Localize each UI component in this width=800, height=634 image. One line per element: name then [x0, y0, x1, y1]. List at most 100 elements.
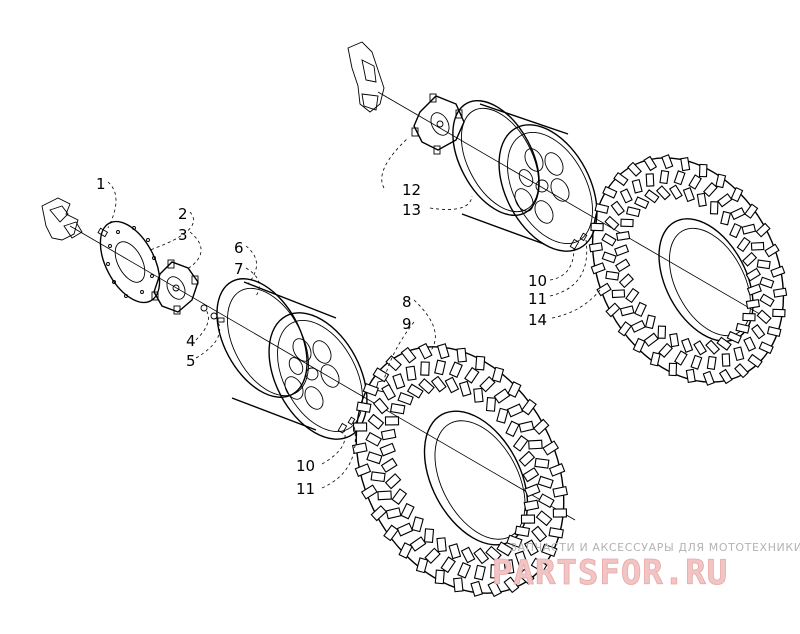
tread-block — [475, 355, 486, 371]
tread-block — [605, 302, 621, 318]
tread-block — [747, 353, 763, 369]
tread-block — [518, 420, 535, 433]
tread-block — [634, 301, 647, 318]
tread-block — [698, 163, 708, 178]
tread-block — [485, 545, 502, 562]
tread-block — [625, 206, 641, 218]
tread-block — [552, 485, 568, 498]
tread-block — [532, 418, 550, 435]
callout-10-front: 10 — [296, 457, 315, 475]
tread-block — [400, 346, 417, 364]
tread-block — [392, 373, 406, 390]
tread-block — [601, 232, 617, 247]
tread-block — [661, 154, 674, 170]
tread-block — [514, 525, 531, 537]
tread-block — [601, 251, 617, 264]
hub-part-3 — [151, 259, 199, 315]
tread-block — [356, 401, 372, 413]
tread-block — [487, 580, 502, 598]
tread-block — [619, 305, 635, 317]
tread-block — [385, 507, 402, 520]
tread-block — [521, 398, 537, 416]
tread-block — [507, 381, 522, 398]
callout-12: 12 — [402, 181, 421, 199]
tread-block — [448, 361, 463, 378]
tread-block — [528, 439, 543, 450]
tread-block — [611, 289, 626, 299]
tread-block — [541, 543, 558, 558]
tread-block — [588, 242, 604, 253]
tread-block — [751, 324, 766, 340]
brake-disc-part-2 — [99, 220, 161, 304]
tread-block — [473, 387, 484, 403]
tread-block — [535, 510, 553, 527]
tread-block — [453, 577, 464, 593]
leader-lines — [107, 137, 601, 489]
tread-block — [759, 293, 775, 308]
tread-block — [524, 483, 541, 498]
rear-rim-part-13 — [452, 100, 598, 252]
tread-block — [380, 457, 398, 473]
tread-block — [503, 559, 515, 575]
tread-block — [436, 537, 447, 553]
tread-block — [506, 534, 523, 549]
tread-block — [590, 222, 604, 232]
tread-block — [632, 337, 646, 354]
tread-block — [669, 184, 683, 200]
tread-block — [696, 192, 707, 208]
watermark-caption: ЗАПЧАСТИ И АКСЕССУАРЫ ДЛЯ МОТОТЕХНИКИ — [510, 541, 800, 554]
lug-nut-parts-4-5 — [200, 304, 225, 323]
tread-block — [614, 244, 630, 257]
tread-block — [440, 556, 456, 574]
tread-block — [406, 383, 424, 399]
tread-block — [673, 170, 686, 186]
front-tire-part-8 — [352, 342, 568, 598]
tread-block — [644, 189, 660, 204]
tread-block — [514, 550, 528, 567]
tread-block — [491, 366, 505, 383]
tread-block — [518, 568, 535, 585]
callout-8: 8 — [402, 293, 412, 311]
tread-block — [594, 203, 610, 214]
callout-11-rear: 11 — [528, 290, 547, 308]
tread-block — [415, 557, 429, 574]
tread-block — [485, 397, 497, 412]
tread-block — [353, 422, 368, 432]
tread-block — [473, 564, 486, 581]
tread-block — [456, 347, 467, 363]
tread-block — [634, 196, 650, 210]
tread-block — [411, 516, 424, 533]
steering-knuckle-front — [41, 197, 83, 241]
tread-block — [674, 350, 688, 366]
tread-block — [434, 569, 445, 585]
tread-block — [503, 576, 520, 594]
tread-block — [750, 241, 765, 251]
tread-block — [354, 463, 372, 477]
tread-block — [716, 336, 732, 351]
tread-block — [377, 490, 392, 501]
tread-block — [436, 343, 450, 360]
tread-block — [367, 413, 385, 430]
callout-labels: 1 2 3 4 5 6 7 8 9 10 11 10 11 12 13 14 — [96, 175, 547, 498]
tread-block — [604, 215, 620, 231]
tread-block — [766, 326, 782, 337]
tread-block — [596, 282, 612, 297]
tread-block — [703, 182, 718, 198]
tread-block — [405, 365, 417, 381]
tread-block — [659, 170, 670, 185]
tread-block — [523, 499, 540, 512]
tread-block — [759, 276, 775, 289]
tread-block — [531, 525, 548, 543]
tread-block — [764, 243, 780, 258]
tread-block — [655, 185, 671, 201]
callout-13: 13 — [402, 201, 421, 219]
tread-block — [520, 514, 536, 524]
tread-block — [384, 473, 402, 490]
tread-block — [682, 187, 695, 203]
tread-block — [721, 353, 731, 367]
tread-block — [770, 265, 786, 278]
tread-block — [381, 383, 397, 401]
tread-block — [418, 378, 435, 395]
tread-block — [620, 218, 634, 228]
